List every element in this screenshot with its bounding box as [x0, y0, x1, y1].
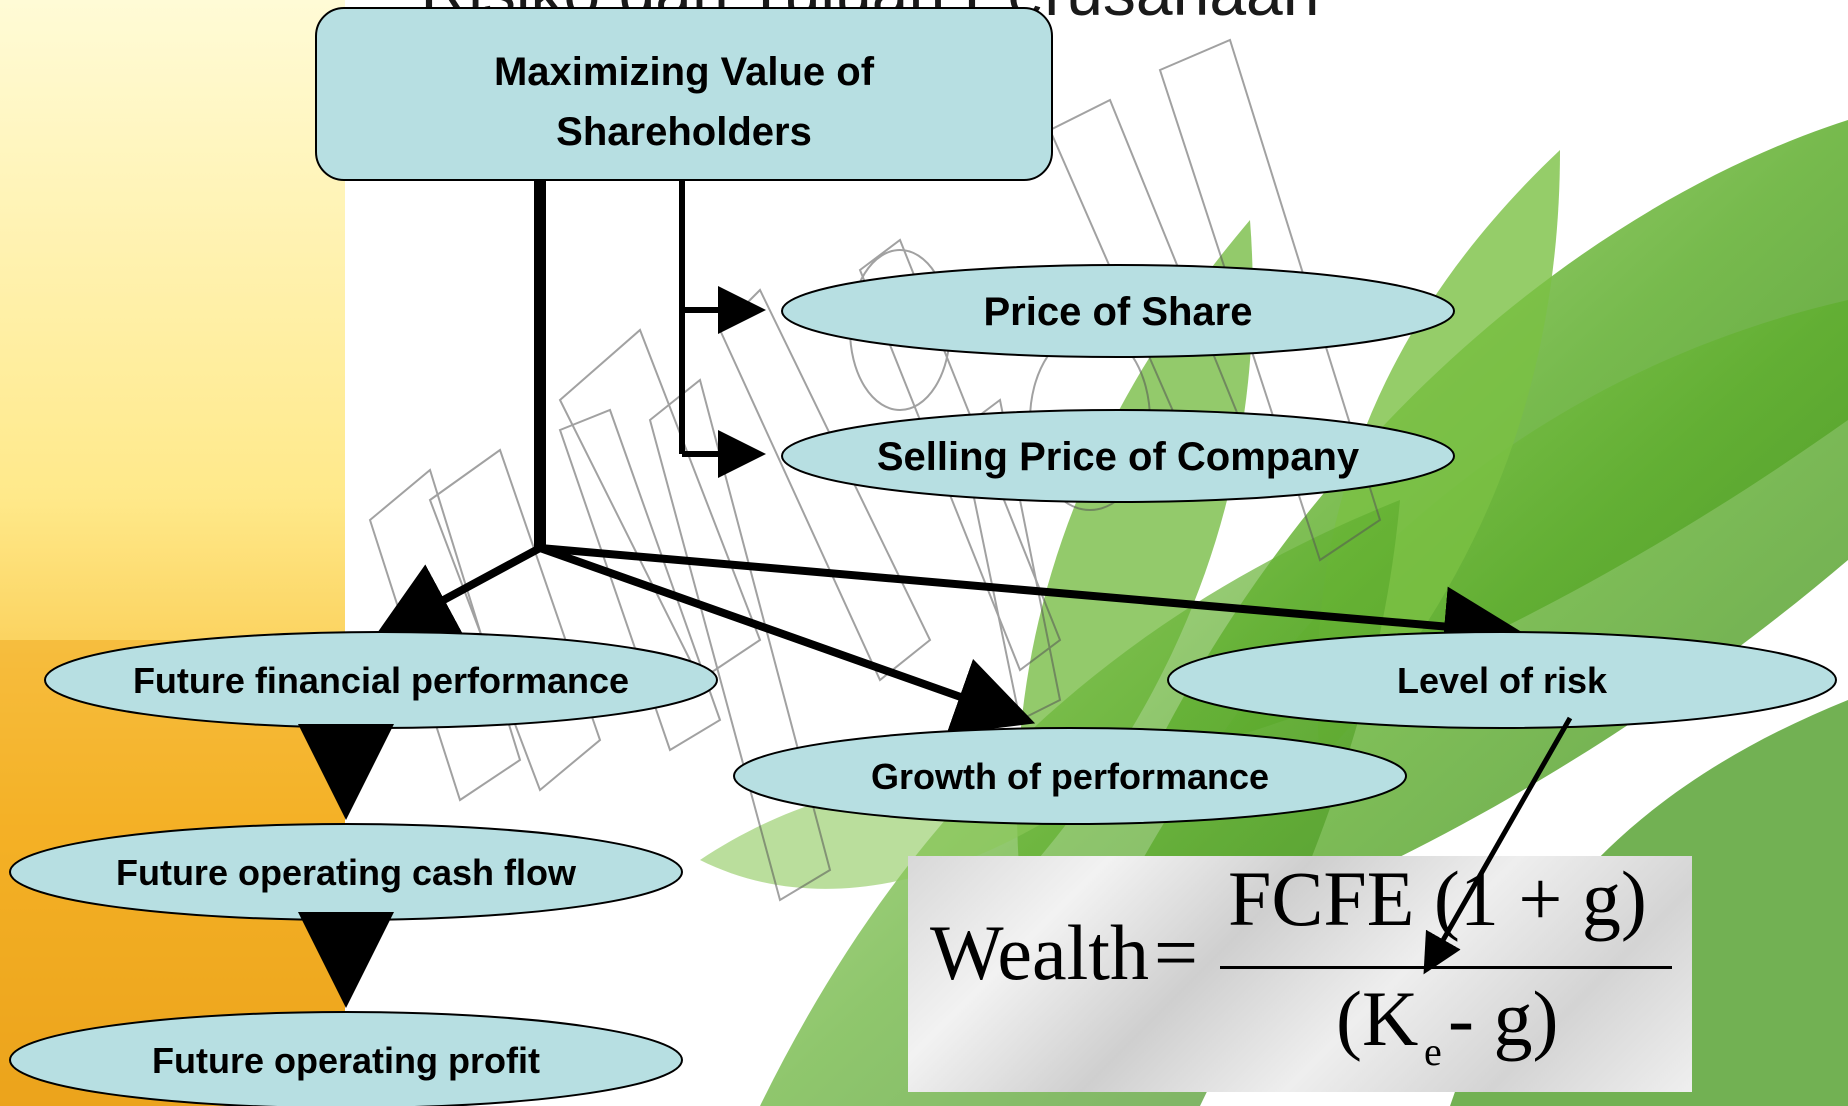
arrow-risk-to-formula	[1423, 716, 1573, 975]
formula-subscript: e	[1424, 1029, 1442, 1074]
formula-numerator: FCFE (1 + g)	[1228, 855, 1647, 942]
formula-denominator-open: (K	[1336, 975, 1419, 1062]
root-label-line1: Maximizing Value of	[493, 50, 875, 94]
label-selling-price: Selling Price of Company	[876, 435, 1360, 479]
formula-panel: Wealth = FCFE (1 + g) (K e - g)	[908, 855, 1692, 1092]
arrow-to-level-of-risk	[539, 544, 1524, 667]
label-level-of-risk: Level of risk	[1396, 660, 1608, 701]
formula-denominator-rest: - g)	[1448, 975, 1559, 1062]
label-future-profit: Future operating profit	[152, 1040, 540, 1081]
arrow-to-future-financial	[373, 544, 542, 638]
label-future-financial: Future financial performance	[132, 660, 630, 701]
arrow-to-growth	[538, 544, 1036, 735]
node-growth	[733, 727, 1407, 825]
label-future-cash-flow: Future operating cash flow	[115, 852, 577, 893]
node-price-of-share	[781, 264, 1455, 358]
formula-lhs: Wealth	[930, 909, 1149, 996]
root-label: Maximizing Value of Shareholders	[316, 42, 1052, 162]
formula-equals: =	[1154, 909, 1198, 996]
root-label-line2: Shareholders	[556, 110, 812, 154]
label-growth: Growth of performance	[870, 756, 1270, 797]
label-price-of-share: Price of Share	[983, 290, 1253, 334]
node-future-profit	[9, 1011, 683, 1106]
node-level-of-risk	[1167, 631, 1837, 729]
node-selling-price	[781, 409, 1455, 503]
